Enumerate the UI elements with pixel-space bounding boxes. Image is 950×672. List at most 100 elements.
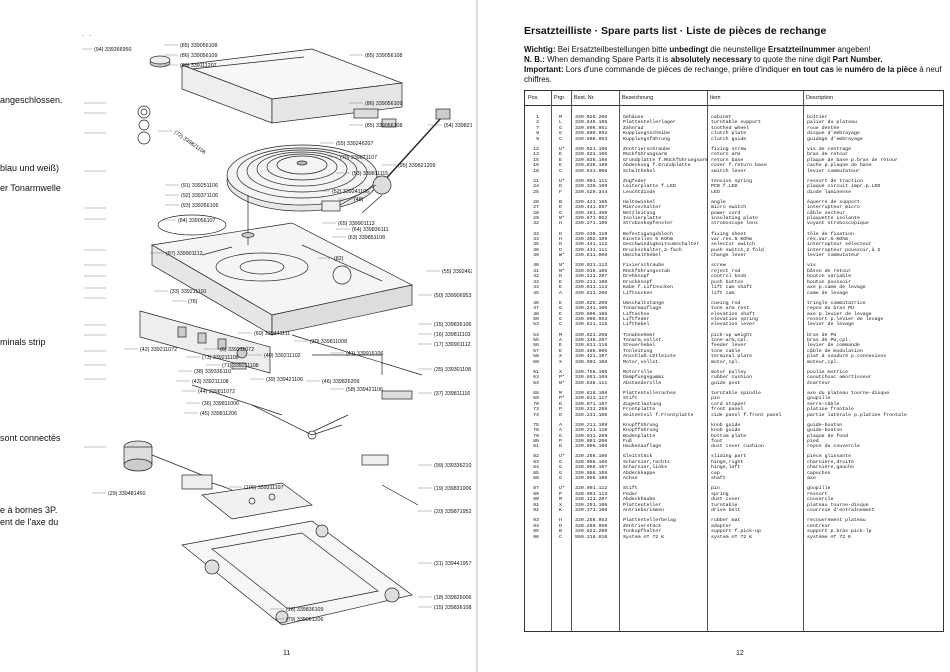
column-header: Item <box>710 91 802 106</box>
table-cell: shaft <box>711 476 726 482</box>
part-callout-label: (58) 339421106 <box>346 387 383 393</box>
table-cell: L <box>559 120 562 126</box>
front-panel <box>139 310 271 374</box>
table-cell: 339.056.106 <box>575 444 608 450</box>
table-cell: disque d'embrayage <box>807 131 860 137</box>
table-cell: control knob <box>711 274 747 280</box>
table-cell: repos du bras PU <box>807 306 854 312</box>
table-cell: Achse <box>623 476 638 482</box>
table-cell: 90 <box>533 497 539 503</box>
table-cell: G <box>559 125 562 131</box>
table-cell: Umschaltstange <box>623 300 665 306</box>
table-cell: 55 <box>533 337 539 343</box>
table-cell: 339.806.106 <box>575 311 608 317</box>
table-cell: système AT 72 K <box>807 534 852 540</box>
table-cell: Mikroschalter <box>623 205 662 211</box>
table-cell: palier du plateau <box>807 120 857 126</box>
table-cell: power cord <box>711 210 741 216</box>
table-cell: 339.231.106 <box>575 412 608 418</box>
table-cell: M <box>559 497 562 503</box>
table-cell: 339.901.108 <box>575 359 608 365</box>
table-cell: D <box>559 231 562 237</box>
table-cell: dust cover cushion <box>711 444 764 450</box>
table-cell: Haltewinkel <box>623 199 656 205</box>
part-callout-label: (21) 339441957 <box>434 561 471 567</box>
table-cell: K <box>559 508 562 514</box>
table-cell: 339.056.107 <box>575 465 608 471</box>
table-cell: levier de commande <box>807 343 860 349</box>
table-cell: 84 <box>533 465 539 471</box>
part-callout-label: (99) 339336210 <box>434 463 471 469</box>
table-cell: bottom plate <box>711 433 747 439</box>
table-cell: cord stopper <box>711 401 747 407</box>
table-cell: 39 <box>533 253 539 259</box>
part-callout-label: (50) 339906953 <box>434 293 471 299</box>
table-cell: interrupteur sélecteur <box>807 242 872 248</box>
table-cell: P <box>559 407 562 413</box>
levers <box>191 334 423 440</box>
table-cell: motor pulley <box>711 369 747 375</box>
table-cell: 339.211.208 <box>575 407 608 413</box>
table-cell: 96 <box>533 534 539 540</box>
part-callout-label: (60) 339441111 <box>254 331 290 337</box>
part-callout-label: (48) <box>354 197 364 203</box>
table-cell: Stift <box>623 396 638 402</box>
table-cell: 339.871.952 <box>575 216 608 221</box>
table-cell: E <box>559 285 562 291</box>
table-cell: Gehäuse <box>623 115 644 120</box>
table-cell: support p.bras pick-lp <box>807 529 872 535</box>
table-cell: return base <box>711 157 744 163</box>
part-callout-label: (82) <box>334 256 344 262</box>
left-page: angeschlossen.blau und weiß)er Tonarmwel… <box>0 35 472 657</box>
table-cell: guide-bouton <box>807 428 843 434</box>
table-cell: toothed wheel <box>711 125 750 131</box>
table-cell: 339.811.008 <box>575 253 608 259</box>
part-callout-label: (70) 339871107 <box>340 155 377 161</box>
page-number-left: 11 <box>283 650 291 657</box>
table-cell: X <box>559 369 562 375</box>
table-cell: 27 <box>533 205 539 211</box>
table-cell: plaque circuit impr.p.LED <box>807 184 881 190</box>
table-cell: Leiterplatte f.LED <box>623 184 676 190</box>
parts-list-title: Ersatzteilliste · Spare parts list · Lis… <box>524 25 827 37</box>
table-cell: foot <box>711 438 723 444</box>
part-callout-label: (54) 339821206 <box>444 123 472 129</box>
table-cell: clutch guide <box>711 136 747 142</box>
table-cell: poulie motrice <box>807 369 849 375</box>
table-cell: 339.529.344 <box>575 189 608 195</box>
table-cell: G <box>559 476 562 482</box>
table-cell: rubber cushion <box>711 375 753 381</box>
part-callout-label: (86) 339056109 <box>365 101 402 107</box>
table-cell: 41 <box>533 268 539 274</box>
tone-arm <box>321 108 451 214</box>
bottom-plate <box>181 520 413 626</box>
table-cell: 82 <box>533 454 539 460</box>
table-cell: 339.421.107 <box>575 354 608 360</box>
table-cell: cueing rod <box>711 300 741 306</box>
table-cell: Frontplatte <box>623 407 656 413</box>
table-cell: N* <box>559 263 565 269</box>
table-cell: vis de centrage <box>807 146 852 152</box>
table-cell: elevation spring <box>711 317 758 322</box>
part-callout-label: (30) 339811008 <box>310 339 347 345</box>
table-cell: 339.056.109 <box>575 476 608 482</box>
table-cell: 339.441.111 <box>575 247 608 253</box>
table-cell: 74 <box>533 412 539 418</box>
part-callout-label: (42) 339211072 <box>140 347 177 353</box>
text-fragment: minals strip <box>0 337 46 347</box>
clutch-parts <box>137 105 151 145</box>
table-cell: câble secteur <box>807 210 846 216</box>
table-cell: bouton poussoir <box>807 279 852 285</box>
table-cell: W* <box>559 253 565 259</box>
table-cell: E <box>559 205 562 211</box>
table-cell: hinge,right <box>711 459 744 465</box>
table-cell: ressort <box>807 491 828 497</box>
table-cell: 43 <box>533 279 539 285</box>
table-cell: Bodenplatte <box>623 433 656 439</box>
table-cell: roue dentée <box>807 125 840 131</box>
table-cell: fixing sheet <box>711 231 747 237</box>
table-cell: D <box>559 444 562 450</box>
part-callout-label: (100) 339311107 <box>244 485 284 491</box>
table-cell: 339.806.951 <box>575 125 608 131</box>
table-cell: G <box>559 131 562 137</box>
